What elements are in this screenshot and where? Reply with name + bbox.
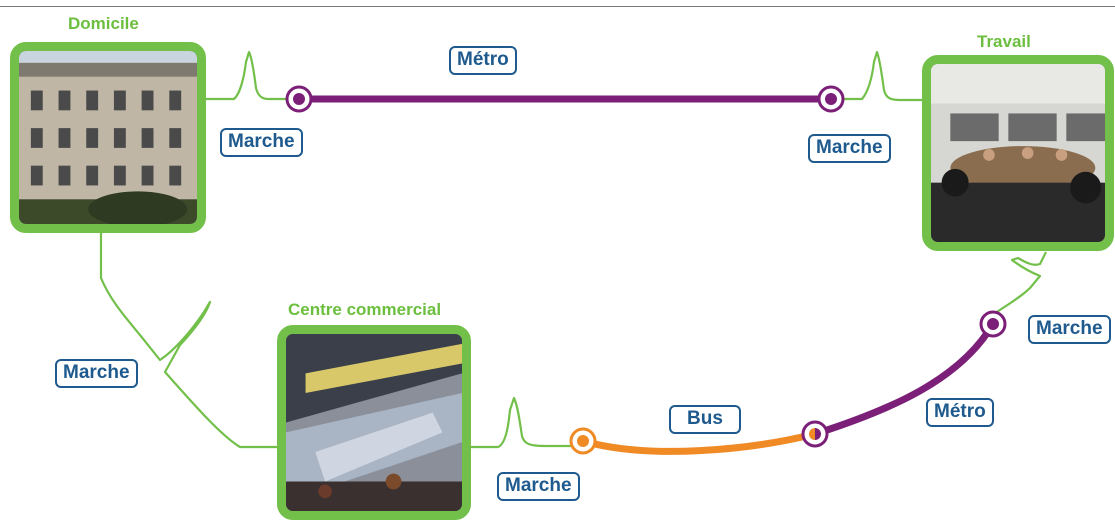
top-rule bbox=[0, 6, 1115, 7]
label-walk-home-top: Marche bbox=[220, 128, 303, 157]
mall-title: Centre commercial bbox=[288, 300, 442, 319]
metro-line-bottom bbox=[813, 322, 997, 438]
walk-path-metro-to-work bbox=[842, 50, 926, 102]
home-photo bbox=[10, 42, 206, 233]
label-walk-work-top: Marche bbox=[808, 134, 891, 163]
work-photo bbox=[922, 55, 1114, 251]
station-bus-metro-transfer bbox=[801, 420, 829, 448]
station-work-metro bbox=[817, 85, 845, 113]
station-work-side-metro bbox=[979, 310, 1007, 338]
label-metro-bottom: Métro bbox=[926, 398, 994, 427]
label-walk-mall: Marche bbox=[497, 472, 580, 501]
walk-path-metro-to-work-side bbox=[987, 251, 1047, 319]
label-walk-home-left: Marche bbox=[55, 359, 138, 388]
label-metro-top: Métro bbox=[449, 46, 517, 75]
work-title: Travail bbox=[977, 32, 1031, 51]
walk-path-mall-to-bus bbox=[470, 396, 572, 449]
walk-path-home-to-mall bbox=[99, 228, 282, 449]
station-mall-bus bbox=[569, 427, 597, 455]
mall-photo bbox=[277, 325, 471, 520]
walk-path-home-to-metro bbox=[205, 50, 290, 101]
label-walk-work-side: Marche bbox=[1028, 315, 1111, 344]
home-title: Domicile bbox=[68, 14, 139, 33]
station-home-metro bbox=[285, 85, 313, 113]
label-bus: Bus bbox=[669, 405, 741, 434]
bus-line bbox=[582, 430, 816, 455]
